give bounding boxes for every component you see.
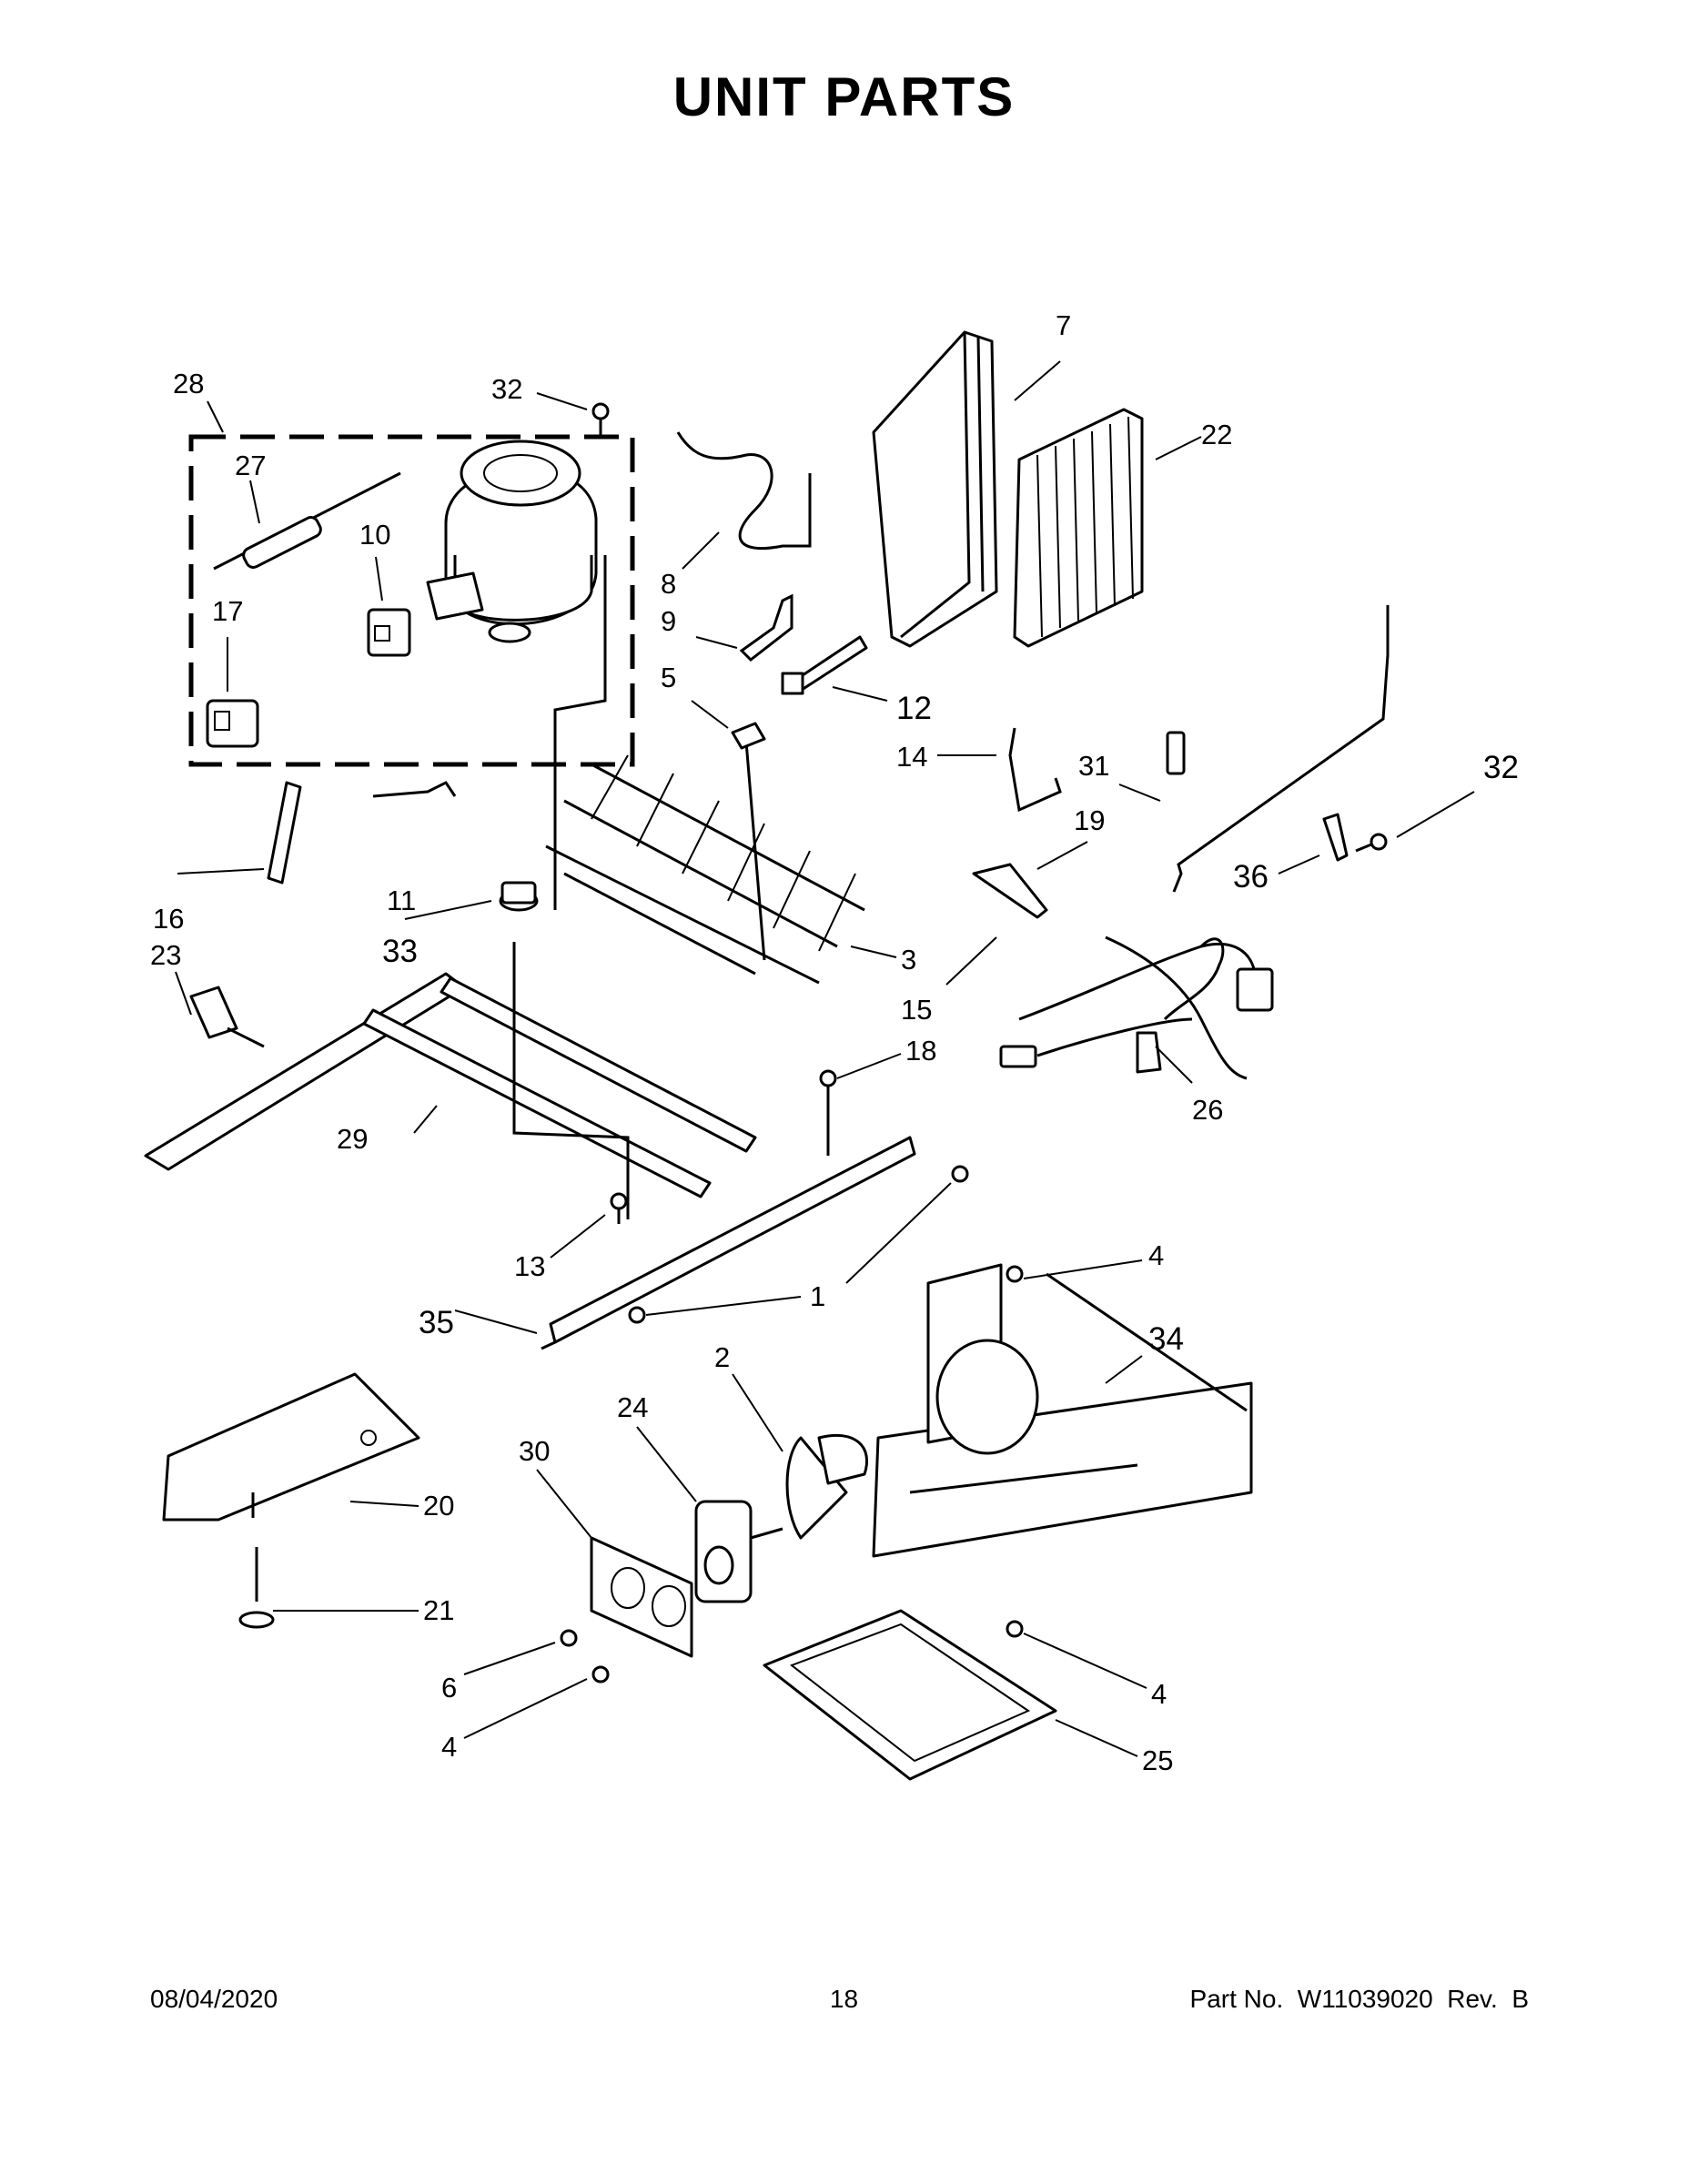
callout-4-left: 4	[441, 1731, 457, 1763]
callout-35: 35	[419, 1305, 454, 1340]
callout-36: 36	[1233, 859, 1269, 895]
callout-22: 22	[1201, 419, 1232, 450]
screw-18	[819, 1069, 837, 1156]
clip-14-drawing	[1008, 727, 1062, 813]
callout-19: 19	[1074, 804, 1105, 836]
condenser-drawing	[1013, 408, 1144, 648]
callout-33: 33	[382, 934, 418, 969]
callout-16: 16	[153, 903, 184, 935]
footer-part-number: Part No. W11039020 Rev. B	[1189, 1985, 1529, 2013]
callout-8: 8	[661, 568, 676, 600]
cover-20-drawing	[162, 1372, 420, 1522]
callout-23: 23	[150, 939, 181, 971]
callout-34: 34	[1148, 1321, 1184, 1357]
callout-26: 26	[1192, 1094, 1223, 1126]
screw-4-top	[1006, 1265, 1024, 1283]
compressor-drawing	[426, 440, 607, 910]
callout-3: 3	[901, 944, 916, 976]
screw-4-bottom	[1006, 1620, 1024, 1638]
strap-12-drawing	[781, 635, 868, 695]
callout-25: 25	[1142, 1744, 1173, 1776]
callout-5: 5	[661, 662, 676, 693]
callout-31: 31	[1078, 750, 1109, 782]
frame-29-drawing	[144, 942, 757, 1219]
fan-motor-drawing	[694, 1500, 783, 1603]
callout-7: 7	[1056, 309, 1071, 341]
suction-tube-drawing	[676, 431, 812, 551]
callout-15: 15	[901, 994, 932, 1026]
callout-11: 11	[387, 885, 416, 916]
callout-10: 10	[359, 519, 390, 551]
callout-32-right: 32	[1483, 750, 1519, 785]
grommet-33-drawing	[499, 881, 539, 912]
fan-blade-drawing	[785, 1433, 869, 1540]
callout-30: 30	[519, 1435, 550, 1467]
capillary-drier-drawing	[213, 471, 401, 571]
callout-9: 9	[661, 605, 676, 637]
callout-18: 18	[905, 1035, 936, 1067]
screw-1	[628, 1165, 969, 1324]
bracket-36-drawing	[1322, 813, 1349, 862]
screw-6	[560, 1629, 578, 1647]
callout-21: 21	[423, 1594, 454, 1626]
callout-17: 17	[212, 595, 243, 627]
callout-27: 27	[235, 450, 266, 481]
callout-32-top: 32	[491, 373, 522, 405]
footer-date: 08/04/2020	[150, 1985, 278, 2013]
leader-lines	[175, 360, 1475, 1757]
overload-drawing	[206, 699, 259, 748]
bracket-23-drawing	[189, 986, 265, 1048]
foot-21-drawing	[238, 1547, 275, 1629]
rail-35-drawing	[541, 1136, 916, 1350]
callout-2: 2	[714, 1341, 730, 1373]
wire-harness-drawing	[999, 935, 1274, 1080]
evaporator-coil-drawing	[545, 722, 865, 985]
callout-6: 6	[441, 1672, 457, 1704]
tube-9-drawing	[739, 593, 793, 662]
callout-12: 12	[896, 691, 932, 726]
drain-hose-drawing	[267, 781, 302, 885]
callout-14: 14	[896, 741, 927, 773]
callout-20: 20	[423, 1490, 454, 1522]
callout-1: 1	[810, 1280, 825, 1312]
compressor-assembly-boundary	[188, 434, 635, 767]
screw-4-left	[591, 1665, 610, 1684]
sensor-31-drawing	[1166, 605, 1390, 893]
callout-28: 28	[173, 368, 204, 399]
callout-29: 29	[337, 1123, 368, 1155]
screw-32-right	[1355, 833, 1388, 853]
callout-13: 13	[514, 1250, 545, 1282]
page-title: UNIT PARTS	[672, 66, 1016, 127]
screw-32-top	[591, 402, 610, 437]
footer-page-number: 18	[829, 1985, 859, 2013]
callout-4-top: 4	[1148, 1239, 1164, 1271]
clip-19-drawing	[972, 863, 1048, 919]
relay-drawing	[367, 608, 411, 657]
wire-clip-11-drawing	[372, 781, 457, 798]
screw-13	[610, 1192, 628, 1224]
drain-pan-drawing	[763, 1609, 1057, 1781]
shroud-34-drawing	[872, 1263, 1253, 1558]
bracket-30-drawing	[590, 1536, 693, 1658]
callout-4-bottom: 4	[1151, 1678, 1167, 1710]
cover-7-drawing	[872, 330, 998, 648]
callout-24: 24	[617, 1391, 648, 1423]
